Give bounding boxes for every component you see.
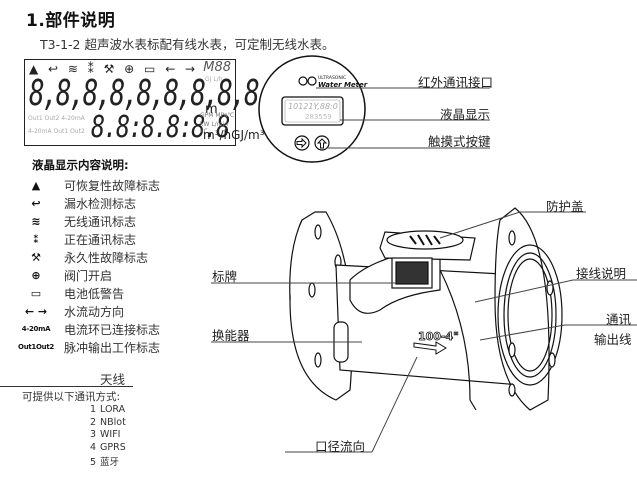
- comm-option-name: WIFI: [100, 429, 121, 440]
- lcd-unit-labels-mid: GPM MPa℃: [200, 112, 235, 119]
- antenna-label: 天线: [100, 372, 126, 387]
- face-lcd-window: [281, 96, 344, 126]
- callout-lcd: 液晶显示: [440, 107, 491, 122]
- face-lcd-line1: 10121Y,88:0: [288, 102, 338, 111]
- comm-option: 1 LORA: [86, 404, 126, 417]
- comm-option-number: 5: [89, 457, 96, 468]
- legend-item: ▭ 电池低警告: [16, 284, 160, 302]
- face-lcd-line2: 283559: [305, 113, 332, 121]
- legend-item: ≋ 无线通讯标志: [16, 212, 160, 230]
- comm-option-number: 4: [89, 441, 96, 453]
- warning-icon: ▲: [31, 178, 41, 192]
- callout-transducer: 换能器: [212, 328, 250, 343]
- callout-cover: 防护盖: [546, 199, 584, 214]
- lcd-status-icons: ▲ ↩ ≋ ⁑ ⚒ ⊕ ▭ ← →: [29, 62, 199, 76]
- ir-port-icon: [298, 76, 308, 86]
- ir-port-icon: [307, 76, 317, 86]
- legend-label: 电池低警告: [64, 286, 125, 301]
- comm-options-heading: 可提供以下通讯方式:: [22, 391, 121, 403]
- section-title: 1.部件说明: [26, 11, 116, 31]
- legend-label: 水流动方向: [64, 304, 125, 319]
- comm-option-name: NBlot: [100, 416, 126, 428]
- brand-name: Water Meter: [318, 81, 368, 89]
- comm-option: 4 GPRS: [86, 442, 126, 455]
- legend-item: ▲ 可恢复性故障标志: [16, 176, 160, 194]
- legend-item: ← → 水流动方向: [16, 302, 160, 320]
- comm-option-number: 2: [89, 416, 96, 428]
- valve-icon: ⊕: [31, 268, 41, 282]
- legend-item: ⊕ 阀门开启: [16, 266, 160, 284]
- comm-option-name: GPRS: [100, 441, 126, 453]
- pulse-output-icon: Out1Out2: [18, 343, 54, 351]
- callout-touch-keys: 触摸式按键: [428, 134, 491, 149]
- callout-ir-port: 红外通讯接口: [418, 75, 494, 90]
- lcd-sub-digits: 8.8:8.8:8.8: [91, 110, 230, 145]
- legend-label: 电流环已连接标志: [64, 322, 161, 337]
- flow-arrow-icon: [413, 341, 447, 355]
- meter-face: [258, 55, 366, 163]
- legend-label: 正在通讯标志: [64, 232, 137, 247]
- comm-option-name: 蓝牙: [100, 457, 120, 468]
- lcd-left-labels-2: 4-20mA Out1 Out2: [28, 128, 85, 135]
- legend-label: 可恢复性故障标志: [64, 178, 161, 193]
- comm-option: 2 NBlot: [86, 417, 126, 430]
- callout-comm: 通讯: [606, 312, 632, 327]
- callout-flow-direction: 口径流向: [315, 439, 366, 454]
- legend-item: ⚒ 永久性故障标志: [16, 248, 160, 266]
- antenna-leader-line: [0, 386, 133, 387]
- legend-item: Out1Out2 脉冲输出工作标志: [16, 338, 160, 356]
- legend-label: 漏水检测标志: [64, 196, 137, 211]
- current-loop-icon: 4-20mA: [21, 325, 51, 333]
- legend-item: 4-20mA 电流环已连接标志: [16, 320, 160, 338]
- comm-option-number: 3: [89, 429, 96, 440]
- section-subtitle: T3-1-2 超声波水表标配有线水表，可定制无线水表。: [40, 37, 335, 52]
- legend-label: 无线通讯标志: [64, 214, 137, 229]
- size-mark: 100-4": [418, 330, 459, 343]
- meter-body: [289, 207, 563, 411]
- lcd-sub-unit: m³/hGJ/m³: [203, 128, 265, 142]
- comm-options-list: 1 LORA 2 NBlot 3 WIFI 4 GPRS 5 蓝牙: [86, 404, 126, 468]
- comm-option: 3 WIFI: [86, 429, 126, 442]
- lcd-left-labels-1: Out1 Out2 4-20mA: [28, 115, 85, 122]
- callout-nameplate: 标牌: [212, 269, 238, 284]
- flow-direction-icon: ← →: [24, 304, 48, 318]
- wrench-icon: ⚒: [31, 250, 41, 264]
- lcd-main-digits: 8,8,8,8,8,8,8,8,8: [29, 73, 260, 114]
- leak-icon: ↩: [31, 196, 41, 210]
- legend-list: ▲ 可恢复性故障标志 ↩ 漏水检测标志 ≋ 无线通讯标志 ⁑ 正在通讯标志 ⚒ 永久性故障…: [16, 176, 160, 356]
- wifi-icon: ≋: [31, 214, 41, 228]
- lcd-mode-digits: M88: [203, 60, 231, 75]
- next-key-icon[interactable]: [294, 135, 310, 151]
- brand-small: ULTRASONIC: [318, 76, 347, 81]
- lcd-unit-labels-bot: kW L/min kC: [200, 121, 228, 135]
- battery-icon: ▭: [30, 286, 42, 300]
- lcd-main-unit: m: [205, 102, 218, 117]
- communicating-icon: ⁑: [33, 232, 39, 246]
- comm-option-number: 1: [89, 404, 96, 415]
- legend-item: ↩ 漏水检测标志: [16, 194, 160, 212]
- legend-label: 脉冲输出工作标志: [64, 340, 161, 355]
- lcd-full-display: ▲ ↩ ≋ ⁑ ⚒ ⊕ ▭ ← → M88 8,8,8,8,8,8,8,8,8 …: [24, 59, 265, 146]
- up-key-icon[interactable]: [314, 135, 330, 151]
- lcd-unit-labels-top: GJ L/h: [205, 76, 223, 83]
- comm-option-name: LORA: [100, 404, 126, 415]
- legend-label: 永久性故障标志: [64, 250, 149, 265]
- legend-label: 阀门开启: [64, 268, 113, 283]
- legend-heading: 液晶显示内容说明:: [32, 158, 129, 172]
- legend-item: ⁑ 正在通讯标志: [16, 230, 160, 248]
- callout-wiring: 接线说明: [576, 266, 627, 281]
- comm-option: 5 蓝牙: [86, 454, 126, 468]
- callout-output-wire: 输出线: [594, 332, 632, 347]
